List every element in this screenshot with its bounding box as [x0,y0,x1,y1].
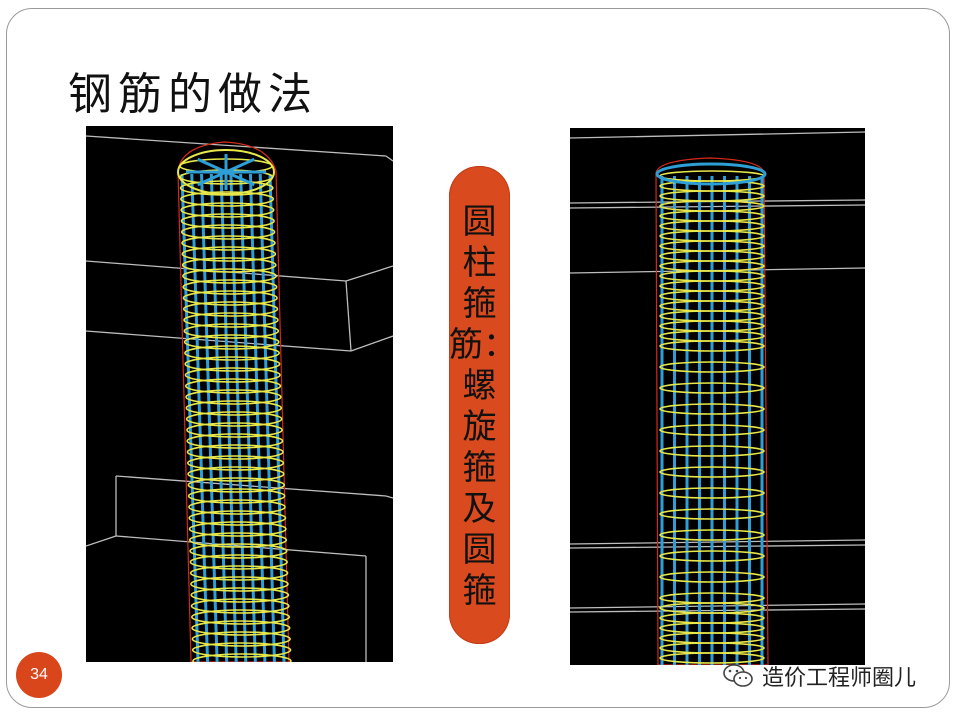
spiral-stirrup-image [86,126,393,662]
page-title: 钢筋的做法 [68,69,318,120]
watermark: 造价工程师圈儿 [722,660,916,692]
side-label-pill: 圆柱箍筋：螺旋箍及圆箍 [449,166,517,644]
watermark-text: 造价工程师圈儿 [762,666,917,691]
page-number-badge: 34 [16,652,62,698]
side-label-text: 圆柱箍筋：螺旋箍及圆箍 [449,202,517,611]
wechat-icon [723,664,753,687]
circular-stirrup-image [570,128,865,665]
